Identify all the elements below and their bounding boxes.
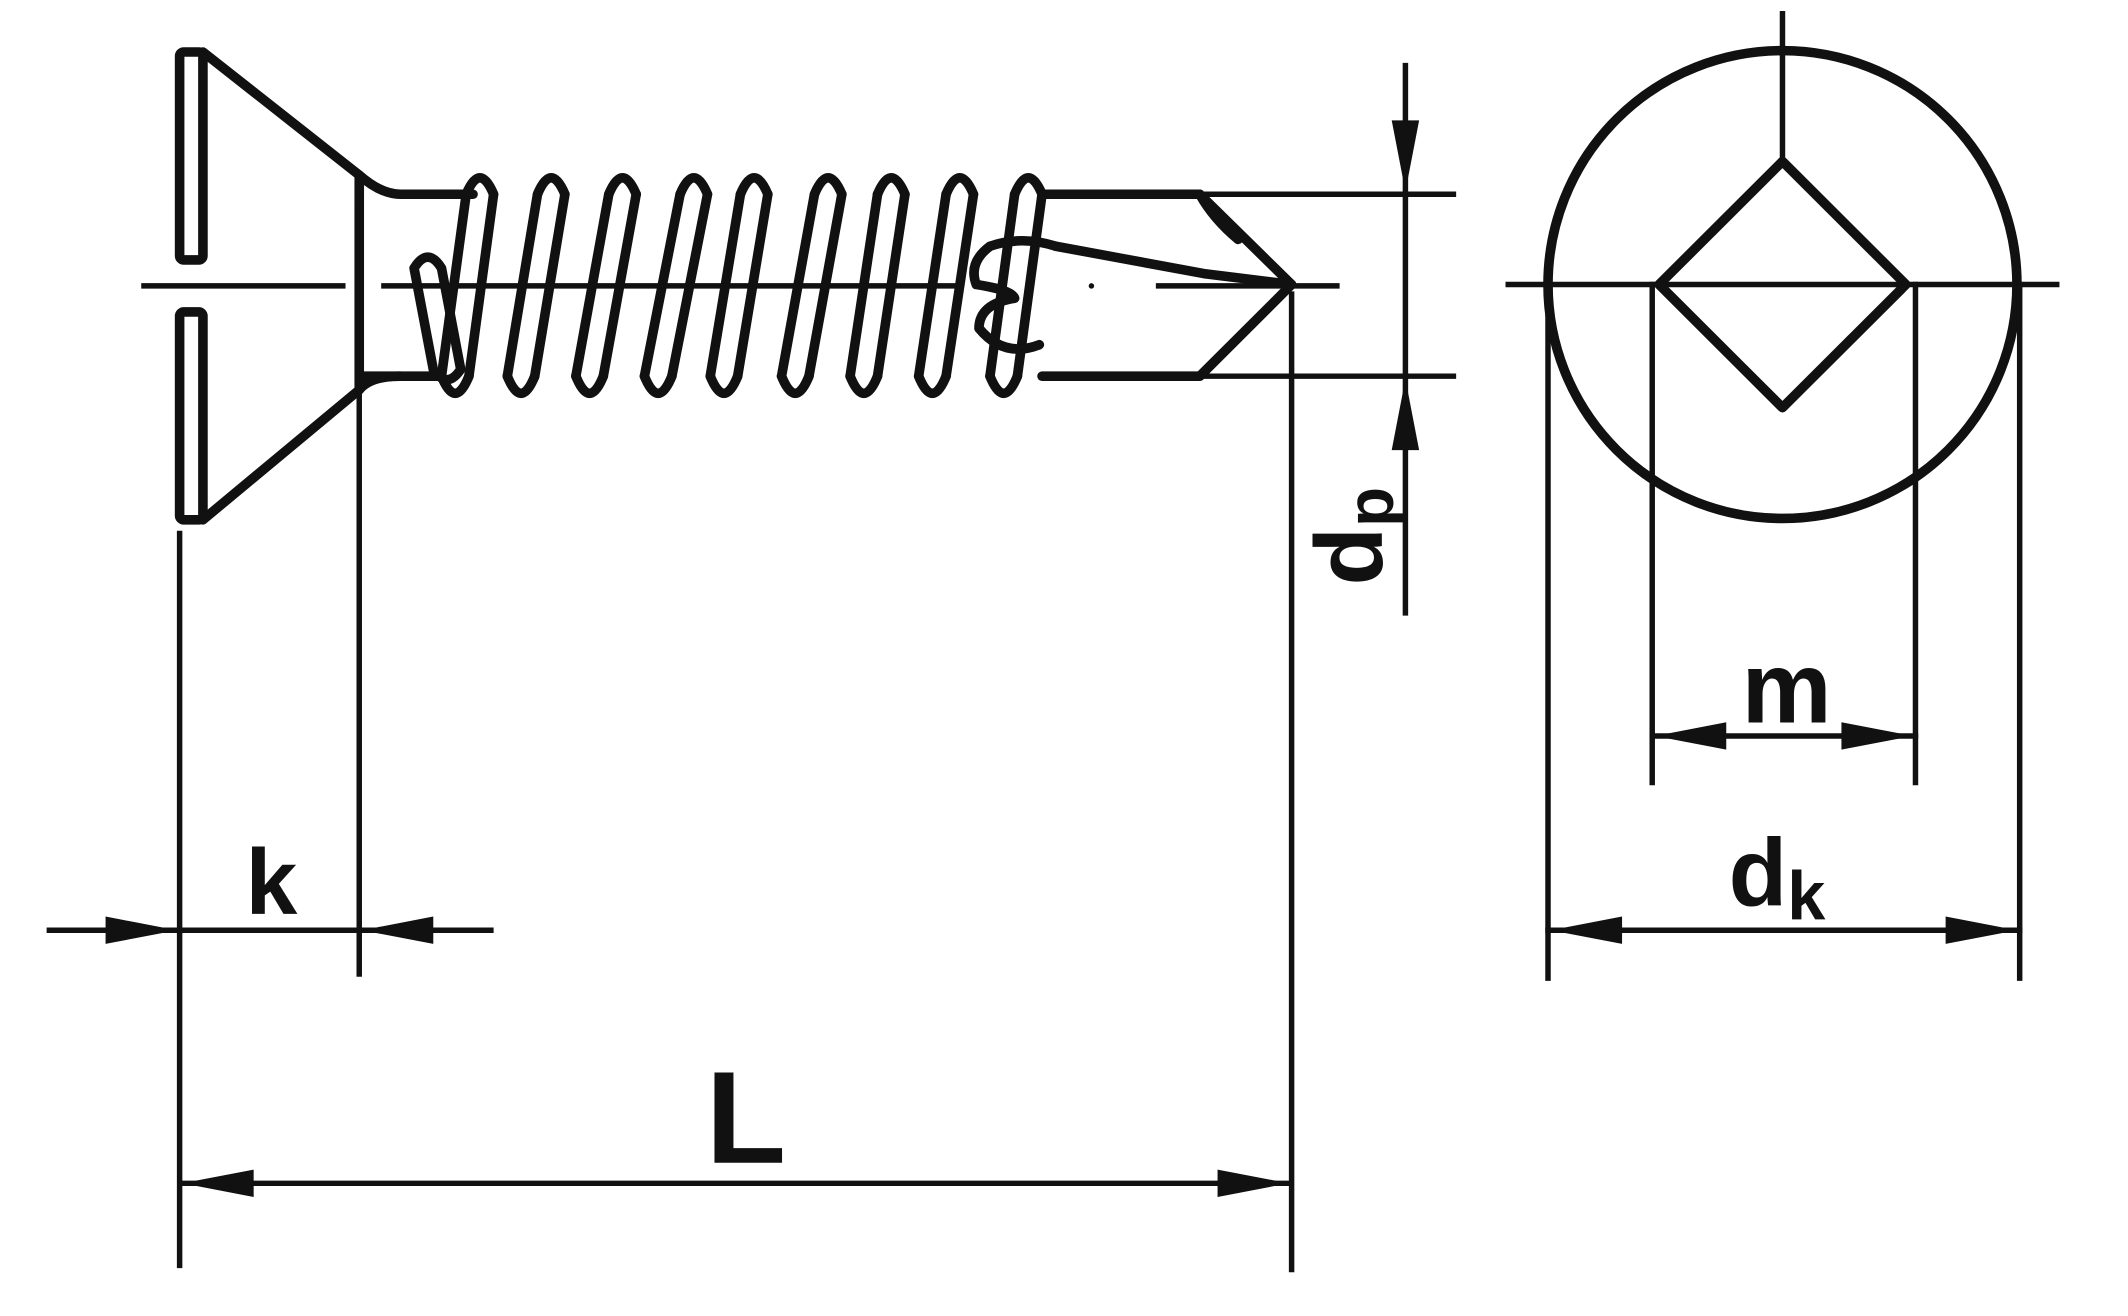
dp-arrow-top bbox=[1391, 120, 1420, 192]
L-label: L bbox=[706, 1044, 786, 1191]
screw-shank bbox=[354, 189, 1205, 381]
screw-thread bbox=[409, 173, 1047, 398]
dimension-L: L bbox=[179, 291, 1295, 1273]
dp-arrow-bottom bbox=[1391, 378, 1420, 451]
screw-side-view bbox=[141, 47, 1340, 525]
dk-arrow-left bbox=[1550, 916, 1623, 944]
m-arrow-left bbox=[1654, 722, 1727, 750]
dimension-dk: dk bbox=[1545, 281, 2023, 981]
dimension-m: m bbox=[1649, 281, 1919, 786]
k-arrow-left bbox=[105, 916, 177, 944]
dk-label: dk bbox=[1729, 820, 1827, 935]
m-arrow-right bbox=[1841, 722, 1913, 750]
screw-head-top-view bbox=[1505, 10, 2060, 524]
dimension-dp: dp bbox=[1203, 62, 1457, 616]
dp-label: dp bbox=[1296, 487, 1407, 586]
L-arrow-left bbox=[182, 1169, 254, 1197]
square-drive-recess bbox=[1654, 156, 1911, 413]
m-label: m bbox=[1741, 631, 1831, 744]
k-label: k bbox=[246, 830, 298, 934]
dk-arrow-right bbox=[1945, 916, 2017, 944]
L-arrow-right bbox=[1217, 1169, 1289, 1197]
k-arrow-right bbox=[361, 916, 434, 944]
dimension-k: k bbox=[46, 202, 494, 1269]
